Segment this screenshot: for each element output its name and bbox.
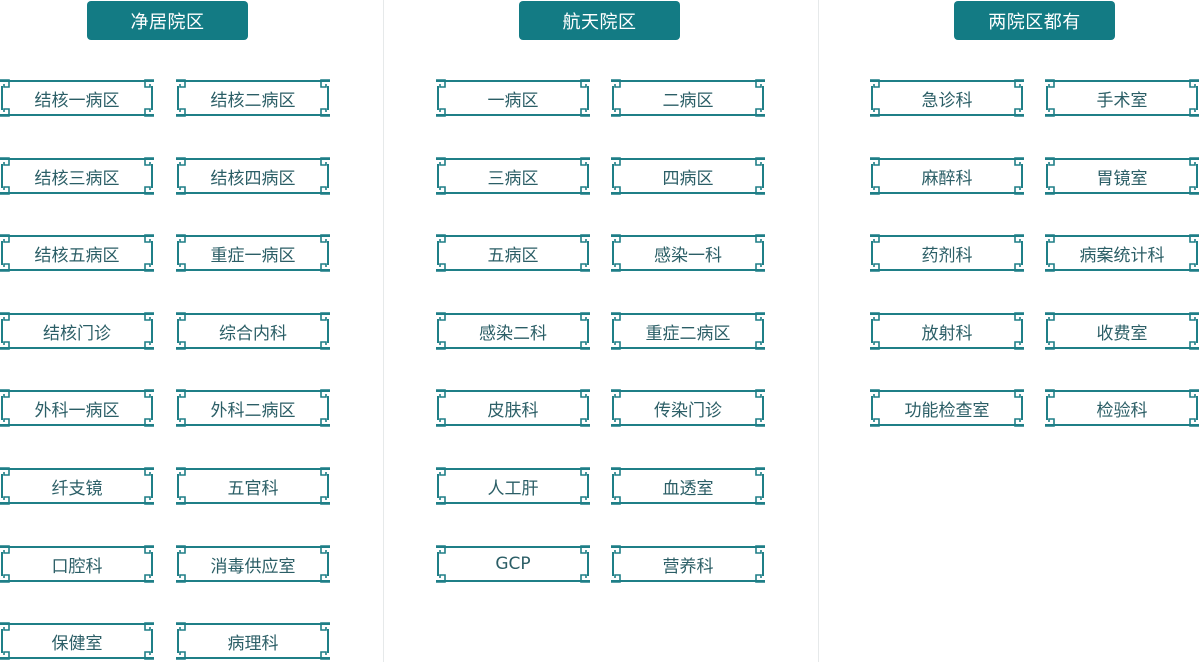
department-tag[interactable]: 二病区	[611, 79, 765, 117]
department-tag[interactable]: 重症二病区	[611, 312, 765, 350]
department-tag[interactable]: 五病区	[436, 234, 590, 272]
department-tag[interactable]: 重症一病区	[176, 234, 330, 272]
department-tag-label: 检验科	[1096, 400, 1148, 421]
department-tag[interactable]: 感染二科	[436, 312, 590, 350]
department-tag[interactable]: 消毒供应室	[176, 545, 330, 583]
department-tag-label: 重症一病区	[210, 245, 296, 266]
department-tag-label: 结核三病区	[34, 168, 120, 189]
department-tag-label: 收费室	[1096, 323, 1148, 344]
department-tag-label: 皮肤科	[487, 400, 539, 421]
department-tag[interactable]: 结核五病区	[0, 234, 154, 272]
department-tag[interactable]: 综合内科	[176, 312, 330, 350]
department-tag[interactable]: 口腔科	[0, 545, 154, 583]
department-tag-label: 感染一科	[654, 245, 722, 266]
department-tag[interactable]: 收费室	[1045, 312, 1199, 350]
department-tag[interactable]: 传染门诊	[611, 389, 765, 427]
department-tag[interactable]: 五官科	[176, 467, 330, 505]
department-tag-label: 药剂科	[921, 245, 973, 266]
department-tag-label: 消毒供应室	[210, 556, 296, 577]
department-tag[interactable]: 结核门诊	[0, 312, 154, 350]
department-tag-label: 结核五病区	[34, 245, 120, 266]
department-tag[interactable]: 结核四病区	[176, 157, 330, 195]
department-tag-label: 麻醉科	[921, 168, 973, 189]
column-header-hangtian: 航天院区	[519, 1, 680, 40]
department-tag-label: 病案统计科	[1079, 245, 1165, 266]
department-tag-label: 感染二科	[479, 323, 547, 344]
department-tag[interactable]: 病理科	[176, 622, 330, 660]
department-tag-label: 五病区	[487, 245, 539, 266]
department-tag-label: 病理科	[227, 633, 279, 654]
department-tag-label: 综合内科	[219, 323, 287, 344]
department-tag[interactable]: 结核三病区	[0, 157, 154, 195]
department-tag-label: 二病区	[662, 90, 714, 111]
department-tag-label: 结核门诊	[43, 323, 111, 344]
department-tag[interactable]: 保健室	[0, 622, 154, 660]
department-tag[interactable]: 皮肤科	[436, 389, 590, 427]
department-tag-label: 血透室	[662, 478, 714, 499]
department-tag-label: 外科一病区	[34, 400, 120, 421]
department-tag-label: 四病区	[662, 168, 714, 189]
department-tag[interactable]: 胃镜室	[1045, 157, 1199, 195]
department-tag-label: 急诊科	[921, 90, 973, 111]
department-tag-label: 胃镜室	[1096, 168, 1148, 189]
department-tag[interactable]: 纤支镜	[0, 467, 154, 505]
department-tag-label: 功能检查室	[904, 400, 990, 421]
department-tag[interactable]: 结核二病区	[176, 79, 330, 117]
department-tag[interactable]: 结核一病区	[0, 79, 154, 117]
department-tag-label: 重症二病区	[645, 323, 731, 344]
department-tag[interactable]: 手术室	[1045, 79, 1199, 117]
department-tag-label: 放射科	[921, 323, 973, 344]
column-header-jingju: 净居院区	[87, 1, 248, 40]
department-tag[interactable]: 功能检查室	[870, 389, 1024, 427]
department-tag[interactable]: 人工肝	[436, 467, 590, 505]
department-tag-label: 结核一病区	[34, 90, 120, 111]
department-tag-label: 营养科	[662, 556, 714, 577]
department-tag[interactable]: 一病区	[436, 79, 590, 117]
department-tag-label: 一病区	[487, 90, 539, 111]
column-divider	[818, 0, 819, 662]
department-tag-label: 口腔科	[51, 556, 103, 577]
department-tag-label: 五官科	[227, 478, 279, 499]
department-tag[interactable]: 外科二病区	[176, 389, 330, 427]
department-tag[interactable]: 病案统计科	[1045, 234, 1199, 272]
department-tag[interactable]: 感染一科	[611, 234, 765, 272]
department-tag[interactable]: 外科一病区	[0, 389, 154, 427]
department-tag[interactable]: 检验科	[1045, 389, 1199, 427]
department-tag-label: 三病区	[487, 168, 539, 189]
department-tag-label: 结核四病区	[210, 168, 296, 189]
department-tag-label: 手术室	[1096, 90, 1148, 111]
column-divider	[383, 0, 384, 662]
department-tag-label: 传染门诊	[654, 400, 722, 421]
department-tag[interactable]: 麻醉科	[870, 157, 1024, 195]
department-tag[interactable]: 药剂科	[870, 234, 1024, 272]
department-tag-label: 人工肝	[487, 478, 539, 499]
department-tag-label: 保健室	[51, 633, 103, 654]
department-tag[interactable]: 四病区	[611, 157, 765, 195]
department-tag-label: GCP	[495, 554, 531, 574]
department-tag[interactable]: 三病区	[436, 157, 590, 195]
department-tag-label: 结核二病区	[210, 90, 296, 111]
department-tag[interactable]: 急诊科	[870, 79, 1024, 117]
department-tag[interactable]: 放射科	[870, 312, 1024, 350]
department-tag[interactable]: 血透室	[611, 467, 765, 505]
department-tag[interactable]: 营养科	[611, 545, 765, 583]
department-tag-label: 外科二病区	[210, 400, 296, 421]
department-tag-label: 纤支镜	[51, 478, 103, 499]
department-tag[interactable]: GCP	[436, 545, 590, 583]
column-header-both: 两院区都有	[954, 1, 1115, 40]
